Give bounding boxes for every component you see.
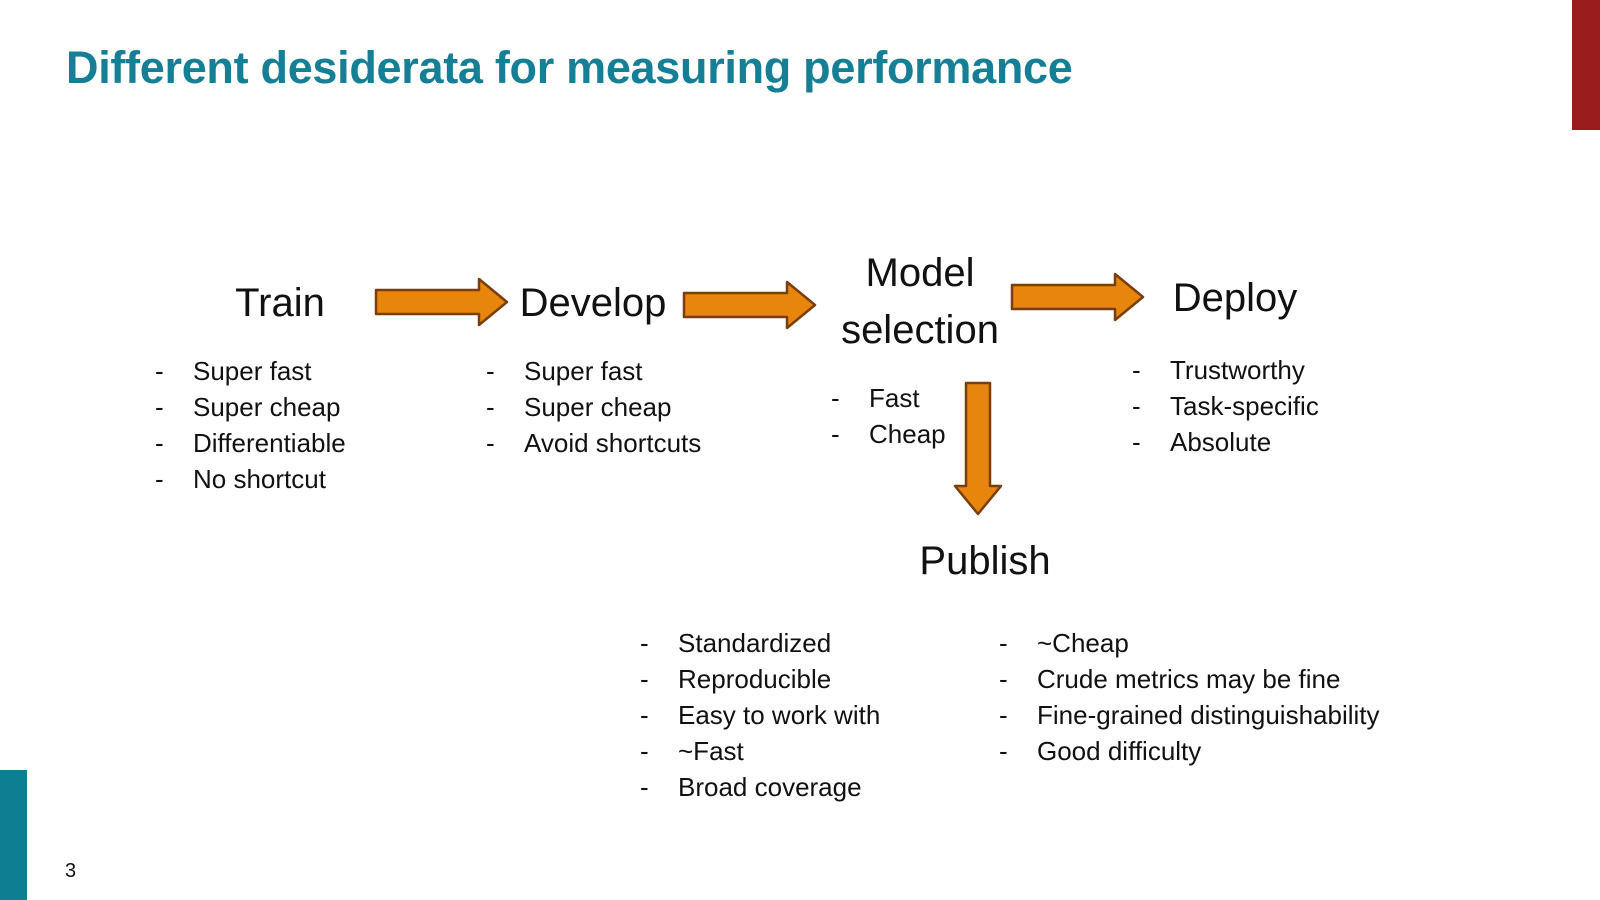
list-item: Absolute [1132, 424, 1319, 460]
stage-train-label: Train [235, 281, 325, 325]
publish-bullets-left: Standardized Reproducible Easy to work w… [640, 625, 880, 805]
stage-model-selection-line1: Model [865, 251, 975, 295]
train-bullets: Super fast Super cheap Differentiable No… [155, 353, 346, 497]
arrow-down-icon [953, 381, 1003, 516]
list-item: Standardized [640, 625, 880, 661]
stage-develop-label: Develop [519, 281, 667, 325]
corner-accent-bar [1572, 0, 1600, 130]
model-selection-bullets: Fast Cheap [831, 380, 946, 452]
list-item: Super cheap [155, 389, 346, 425]
list-item: Super fast [155, 353, 346, 389]
develop-bullets: Super fast Super cheap Avoid shortcuts [486, 353, 701, 461]
stage-publish-label: Publish [919, 539, 1051, 583]
stage-model-selection-label: Model selection [820, 245, 1020, 359]
publish-bullets-right: ~Cheap Crude metrics may be fine Fine-gr… [999, 625, 1399, 769]
side-accent-bar [0, 770, 27, 900]
list-item: Easy to work with [640, 697, 880, 733]
list-item: Crude metrics may be fine [999, 661, 1399, 697]
arrow-right-icon [1010, 272, 1145, 322]
list-item: ~Cheap [999, 625, 1399, 661]
arrow-right-icon [374, 277, 509, 327]
page-number: 3 [65, 860, 77, 882]
list-item: Avoid shortcuts [486, 425, 701, 461]
list-item: Differentiable [155, 425, 346, 461]
list-item: ~Fast [640, 733, 880, 769]
list-item: Fine-grained distinguishability [999, 697, 1399, 733]
list-item: Super cheap [486, 389, 701, 425]
list-item: Reproducible [640, 661, 880, 697]
list-item: Super fast [486, 353, 701, 389]
arrow-right-icon [682, 280, 817, 330]
list-item: Fast [831, 380, 946, 416]
list-item: No shortcut [155, 461, 346, 497]
list-item: Good difficulty [999, 733, 1399, 769]
deploy-bullets: Trustworthy Task-specific Absolute [1132, 352, 1319, 460]
list-item: Task-specific [1132, 388, 1319, 424]
stage-model-selection-line2: selection [841, 308, 999, 352]
list-item: Cheap [831, 416, 946, 452]
stage-deploy-label: Deploy [1172, 276, 1298, 320]
slide-title: Different desiderata for measuring perfo… [66, 42, 1073, 93]
list-item: Broad coverage [640, 769, 880, 805]
list-item: Trustworthy [1132, 352, 1319, 388]
